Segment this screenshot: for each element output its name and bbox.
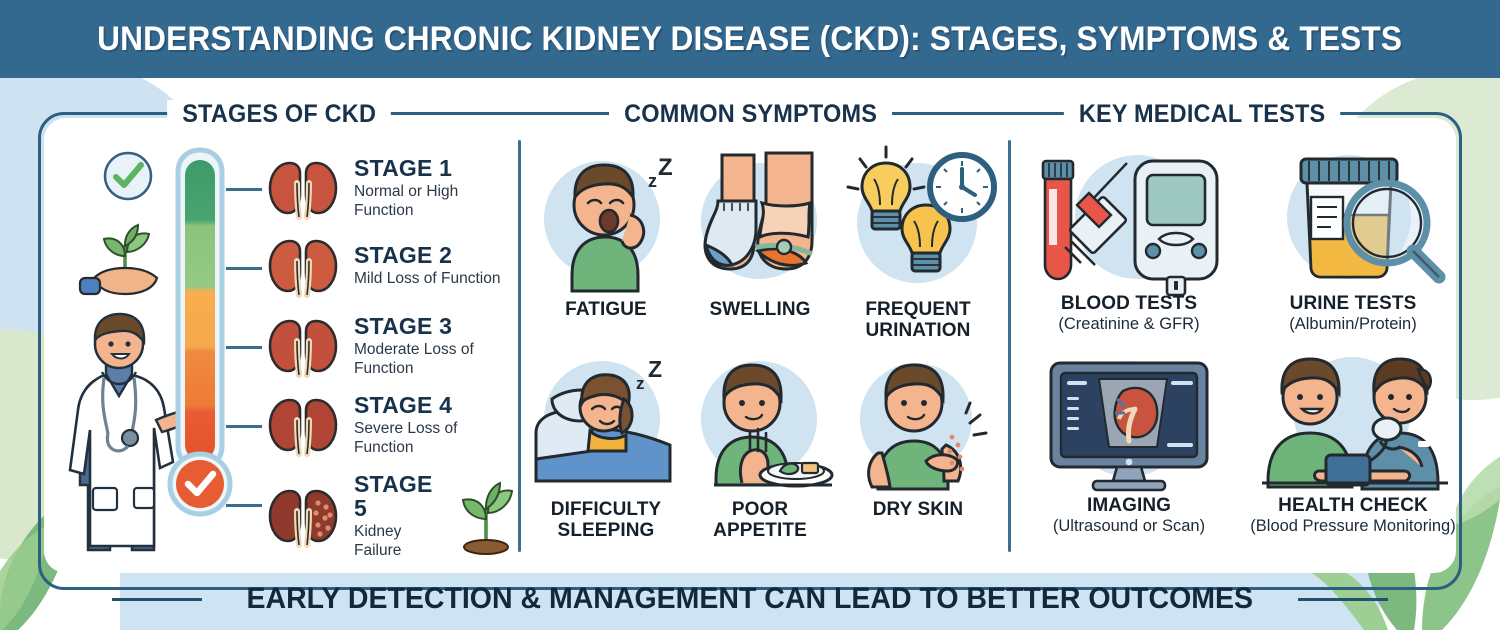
test-label: URINE TESTS [1289,293,1417,314]
stage-tick-2 [226,267,262,270]
test-card-health-check: HEALTH CHECK (Blood Pressure Monitoring) [1240,353,1466,536]
svg-text:z: z [648,171,657,191]
section-title-tests: KEY MEDICAL TESTS [1063,100,1341,129]
stage-tick-1 [226,188,262,191]
kidneys-icon [268,239,338,298]
itchy-arm-icon [860,363,988,491]
stage-subtitle: Moderate Loss of Function [354,341,474,377]
symptom-card-difficulty-sleeping: z Z DIFFICULTY SLEEPING [530,355,682,542]
check-circle-icon [103,151,153,201]
stage-subtitle: Mild Loss of Function [354,270,501,288]
symptoms-column: z Z FATIGUE SWELLING [526,145,1004,555]
woman-in-bed-icon: z Z [534,356,672,483]
stage-title: STAGE 4 [354,392,453,418]
symptom-card-dry-skin: DRY SKIN [838,355,998,520]
header-bar: UNDERSTANDING CHRONIC KIDNEY DISEASE (CK… [0,0,1500,78]
symptom-label: DIFFICULTY SLEEPING [550,499,662,542]
stage-thermometer [167,147,233,517]
refusing-food-icon [701,361,834,488]
symptom-label: FREQUENT URINATION [865,299,971,342]
stages-column: STAGE 1 Normal or High Function STAGE 2 … [48,140,518,559]
symptom-label: DRY SKIN [872,499,964,520]
symptom-card-fatigue: z Z FATIGUE [530,145,682,320]
column-divider-1 [518,140,521,552]
kidneys-icon [268,319,338,379]
stage-title: STAGE 1 [354,155,453,181]
hand-seedling-icon [78,223,159,296]
yawning-man-icon: z Z [544,154,673,293]
svg-text:Z: Z [658,154,673,181]
stage-row-2: STAGE 2 Mild Loss of Function [266,235,501,298]
lightbulb-clock-icon [846,145,997,283]
test-sublabel: (Ultrasound or Scan) [1052,517,1206,536]
kidneys-icon [268,161,338,221]
test-sublabel: (Blood Pressure Monitoring) [1250,517,1456,536]
test-sublabel: (Albumin/Protein) [1289,315,1417,334]
svg-text:Z: Z [648,356,662,382]
tests-column: BLOOD TESTS (Creatinine & GFR) [1018,145,1466,555]
stage-title: STAGE 2 [354,242,453,269]
footer-rule-right [1297,597,1388,601]
section-title-stages: STAGES OF CKD [167,100,392,129]
stage-row-3: STAGE 3 Moderate Loss of Function [266,313,518,379]
stage-title: STAGE 3 [354,313,453,339]
doctor-figure [68,312,196,552]
test-label: IMAGING [1086,495,1172,516]
test-sublabel: (Creatinine & GFR) [1058,315,1200,334]
blood-pressure-check-icon [1262,357,1448,491]
footer-banner: EARLY DETECTION & MANAGEMENT CAN LEAD TO… [0,568,1500,630]
stage-row-1: STAGE 1 Normal or High Function [266,155,518,221]
stage-row-4: STAGE 4 Severe Loss of Function [266,392,518,458]
stage-row-5: STAGE 5 Kidney Failure [266,472,519,560]
stage-title: STAGE 5 [354,471,433,522]
symptom-card-swelling: SWELLING [684,145,836,320]
symptom-label: FATIGUE [565,299,647,320]
footer-rule-left [112,597,203,601]
svg-text:z: z [636,374,645,393]
test-label: HEALTH CHECK [1278,495,1428,516]
symptom-label: POOR APPETITE [713,499,807,542]
stage-subtitle: Normal or High Function [354,183,459,219]
stage-subtitle: Severe Loss of Function [354,420,458,456]
urine-cup-magnifier-icon [1287,155,1446,284]
test-card-urine: URINE TESTS (Albumin/Protein) [1240,145,1466,334]
ultrasound-monitor-icon [1049,361,1209,492]
footer-message: EARLY DETECTION & MANAGEMENT CAN LEAD TO… [246,582,1254,615]
stage-tick-5 [226,504,262,507]
kidneys-damaged-icon [268,489,338,549]
page-title: UNDERSTANDING CHRONIC KIDNEY DISEASE (CK… [97,19,1403,58]
seedling-growth-icon [461,481,513,556]
symptom-card-frequent-urination: FREQUENT URINATION [838,145,998,342]
symptom-card-poor-appetite: POOR APPETITE [684,355,836,542]
stage-subtitle: Kidney Failure [354,523,402,559]
test-label: BLOOD TESTS [1060,293,1198,314]
test-card-blood: BLOOD TESTS (Creatinine & GFR) [1018,145,1240,334]
test-card-imaging: IMAGING (Ultrasound or Scan) [1018,353,1240,536]
blood-vial-glucometer-icon [1041,155,1219,297]
stage-tick-4 [226,425,262,428]
symptom-label: SWELLING [709,299,811,320]
stage-tick-3 [226,346,262,349]
section-title-symptoms: COMMON SYMPTOMS [609,100,893,129]
swollen-feet-icon [701,151,817,279]
kidneys-icon [268,398,338,458]
column-divider-2 [1008,140,1011,552]
